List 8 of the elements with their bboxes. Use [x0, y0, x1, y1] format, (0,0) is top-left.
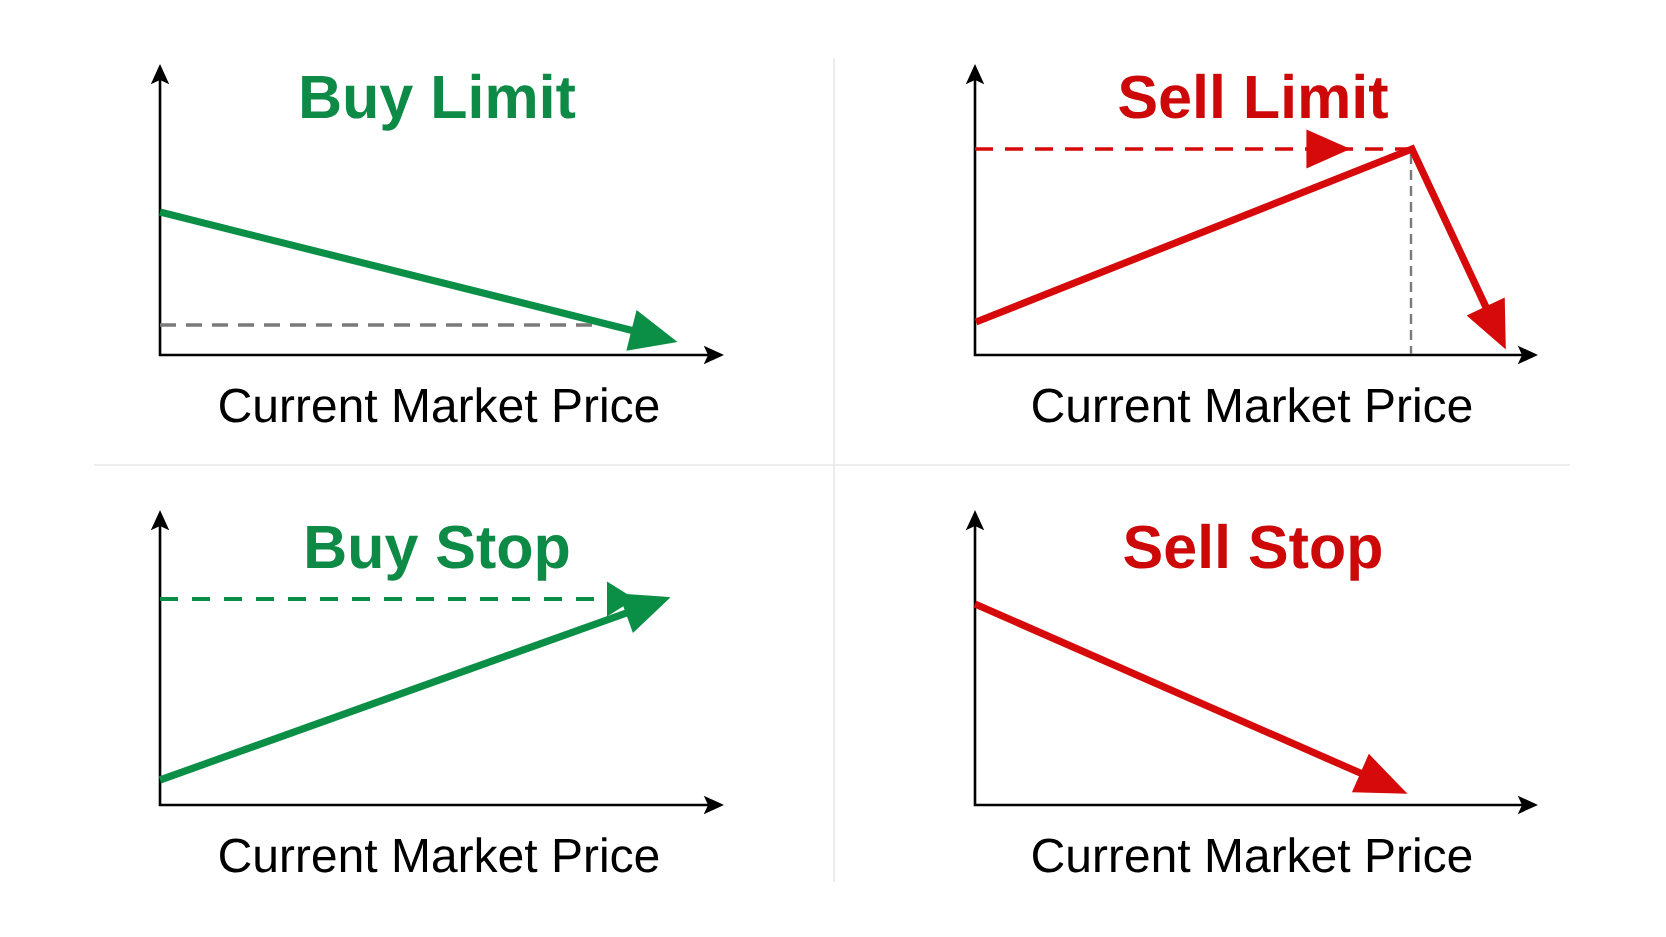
axis-label: Current Market Price	[1033, 387, 1472, 423]
chart-title: Sell Stop	[1124, 523, 1381, 581]
chart-title: Buy Stop	[307, 525, 569, 581]
chart-title: Sell Limit	[1119, 73, 1388, 119]
axis-label: Current Market Price	[1033, 837, 1472, 873]
axis-label: Current Market Price	[220, 837, 659, 873]
chart-title: Buy Limit	[302, 73, 576, 131]
axis-label: Current Market Price	[220, 387, 659, 423]
